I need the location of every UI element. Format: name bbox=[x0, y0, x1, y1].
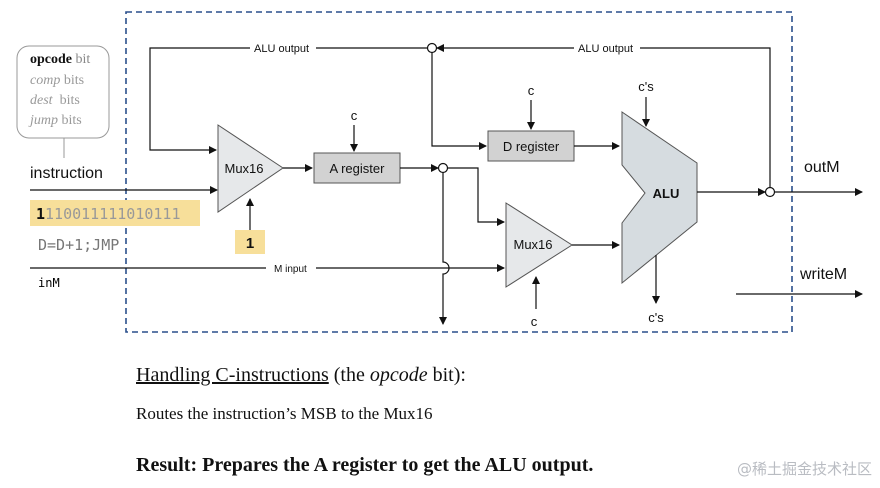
svg-text:dest bits: dest bits bbox=[30, 93, 80, 108]
a-register-label: A register bbox=[330, 161, 386, 176]
alu-control-out-label: c's bbox=[648, 310, 664, 325]
mux16-a bbox=[217, 124, 284, 213]
mux16-a-label: Mux16 bbox=[224, 161, 263, 176]
watermark: @稀土掘金技术社区 bbox=[736, 460, 872, 478]
mux16-b-label: Mux16 bbox=[513, 237, 552, 252]
writeM-label: writeM bbox=[799, 266, 847, 283]
instruction-label: instruction bbox=[30, 165, 103, 182]
asm-text: D=D+1;JMP bbox=[38, 236, 119, 254]
opcode-legend-box: opcode bit comp bits dest bits jump bits bbox=[16, 45, 110, 139]
caption-title-underlined: Handling C-instructions bbox=[136, 364, 329, 386]
opcode-suffix: bit bbox=[72, 52, 90, 67]
mux16-b bbox=[505, 202, 573, 288]
opcode-word: opcode bbox=[30, 52, 72, 67]
caption-title-suffix: bit): bbox=[427, 364, 466, 386]
alu bbox=[621, 111, 698, 285]
instruction-rest-bits: 110011111010111 bbox=[45, 205, 180, 223]
alu-out-junction bbox=[764, 186, 776, 198]
cpu-boundary bbox=[125, 11, 793, 333]
d-register-label: D register bbox=[503, 139, 560, 154]
jump-suffix: bits bbox=[58, 113, 82, 128]
caption-description: Routes the instruction’s MSB to the Mux1… bbox=[136, 404, 433, 423]
cpu-diagram: opcode bit comp bits dest bits jump bits… bbox=[16, 11, 863, 333]
svg-text:1110011111010111: 1110011111010111 bbox=[36, 205, 181, 223]
caption-result: Result: Prepares the A register to get t… bbox=[136, 454, 594, 476]
alu-label: ALU bbox=[653, 186, 680, 201]
dest-word: dest bbox=[30, 93, 54, 108]
caption-title-prefix: (the bbox=[328, 364, 370, 386]
msb-value: 1 bbox=[246, 235, 254, 252]
jump-word: jump bbox=[28, 113, 58, 128]
caption-title-italic: opcode bbox=[369, 364, 428, 386]
a-register bbox=[313, 152, 401, 184]
svg-text:jump bits: jump bits bbox=[28, 113, 82, 128]
d-register-control: c bbox=[528, 83, 535, 98]
feedback-junction bbox=[426, 42, 438, 54]
caption-title: Handling C-instructions (the opcode bit)… bbox=[136, 364, 466, 387]
mux16-b-control: c bbox=[531, 314, 538, 329]
alu-control-in-label: c's bbox=[638, 79, 654, 94]
comp-word: comp bbox=[30, 73, 60, 88]
svg-text:comp bits: comp bits bbox=[30, 73, 84, 88]
a-register-control: c bbox=[351, 108, 358, 123]
dest-suffix: bits bbox=[53, 93, 80, 108]
msb-value-box bbox=[235, 230, 265, 254]
m-input-label: M input bbox=[274, 264, 307, 275]
instruction-msb: 1 bbox=[36, 205, 45, 223]
alu-output-label-right: ALU output bbox=[578, 43, 633, 55]
alu-output-label-left: ALU output bbox=[254, 43, 309, 55]
comp-suffix: bits bbox=[60, 73, 84, 88]
instruction-bits-highlight bbox=[30, 200, 200, 226]
a-out-junction bbox=[437, 162, 449, 174]
inM-label: inM bbox=[38, 276, 60, 290]
svg-text:opcode bit: opcode bit bbox=[30, 52, 90, 67]
outM-label: outM bbox=[804, 159, 840, 176]
